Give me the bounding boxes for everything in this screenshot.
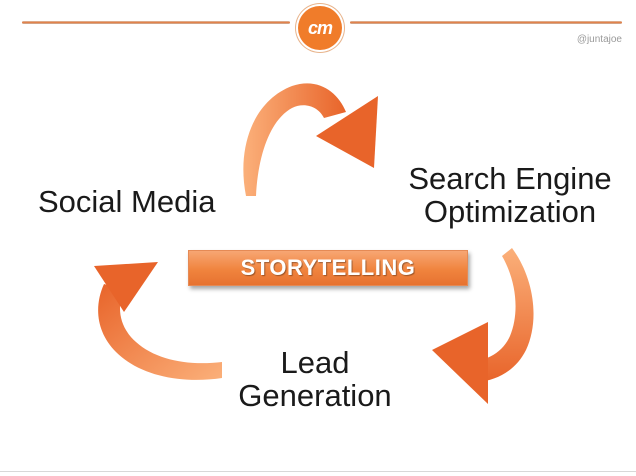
twitter-handle: @juntajoe [576, 34, 622, 45]
storytelling-banner: STORYTELLING [188, 250, 468, 286]
header-divider-left [22, 21, 290, 24]
seo-line-1: Search Engine [408, 161, 612, 196]
seo-line-2: Optimization [423, 194, 597, 229]
storytelling-label: STORYTELLING [240, 255, 416, 280]
node-lead-generation: Lead Generation [226, 346, 404, 412]
arrow-lead-to-social [94, 262, 222, 380]
arrow-social-to-seo [243, 83, 378, 196]
lead-line-2: Generation [238, 378, 392, 413]
logo-text: cm [307, 17, 333, 38]
lead-line-1: Lead [280, 345, 350, 380]
cm-logo: cm [298, 6, 342, 50]
header-divider-right [350, 21, 622, 24]
arrow-seo-to-lead [432, 248, 534, 404]
node-social-media: Social Media [38, 184, 216, 219]
node-search-engine-optimization: Search Engine Optimization [404, 162, 616, 228]
bottom-divider [0, 471, 636, 472]
